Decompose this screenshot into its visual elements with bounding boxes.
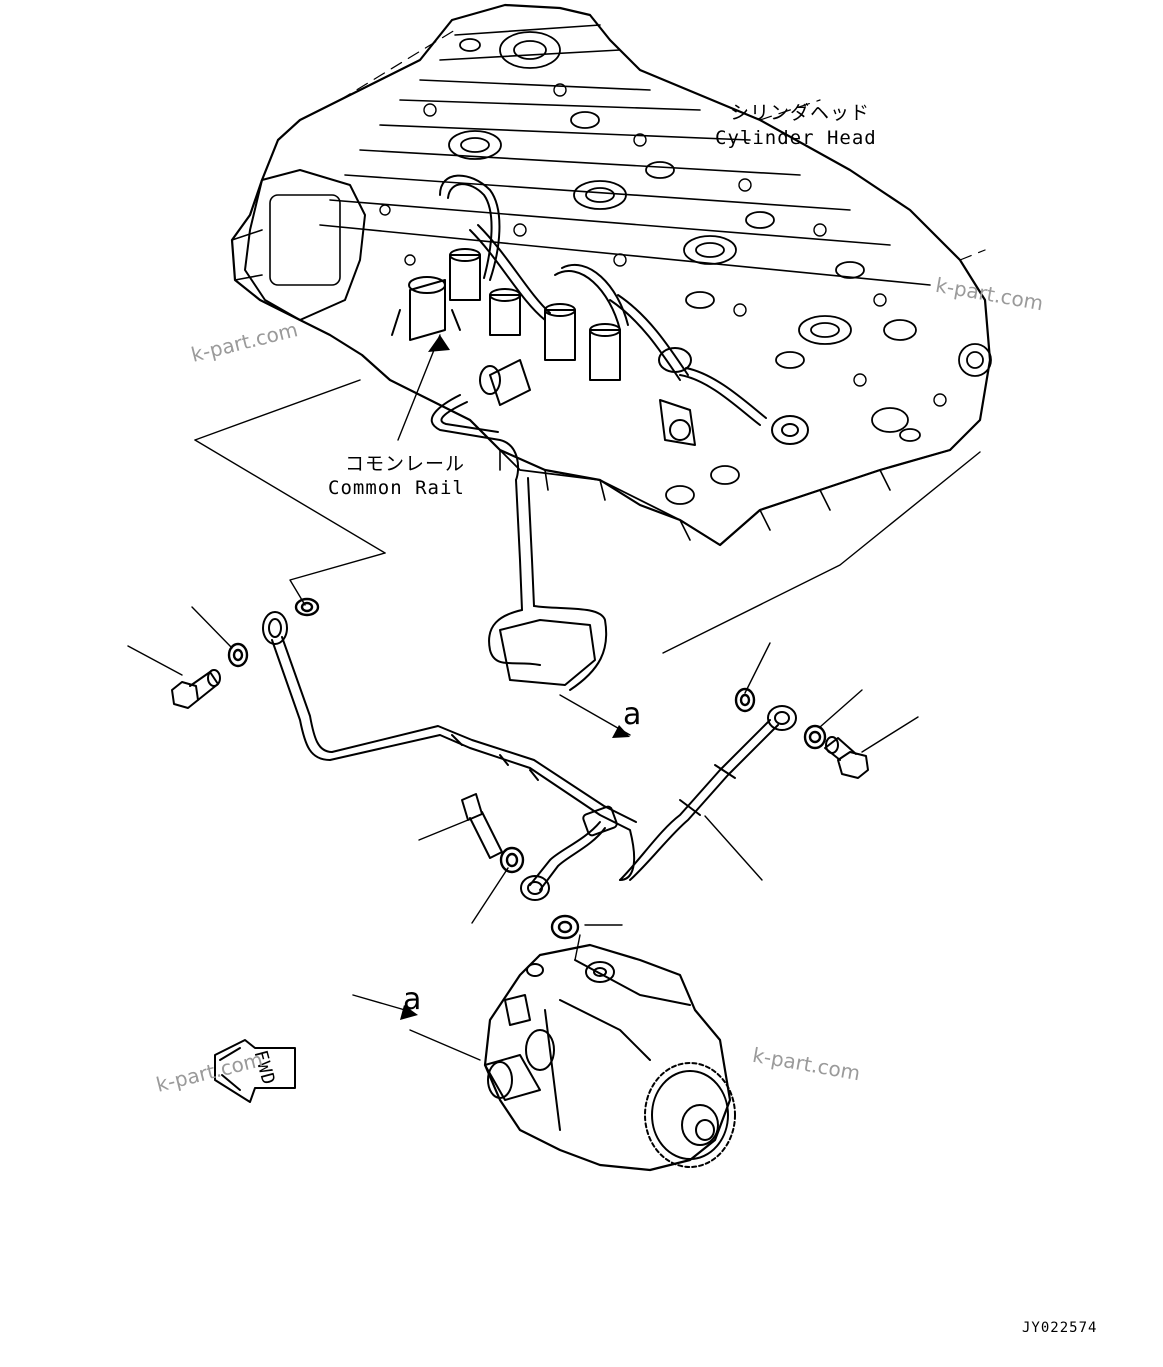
gaskets (227, 597, 827, 940)
cylinder-head (230, 3, 992, 691)
view-arrow-label-top: a (623, 697, 642, 732)
fuel-pipe (262, 611, 797, 901)
drawing-id: JY022574 (1022, 1320, 1098, 1336)
view-arrow-label-bottom: a (403, 982, 422, 1017)
common-rail-label-jp: コモンレール (345, 453, 466, 475)
fwd-arrow-icon (214, 1039, 296, 1103)
common-rail-label-en: Common Rail (328, 477, 465, 499)
supply-pump (483, 943, 736, 1172)
cylinder-head-label-en: Cylinder Head (715, 127, 877, 149)
cylinder-head-label-jp: シリンダヘッド (730, 102, 871, 124)
arrow-heads (400, 335, 630, 1020)
banjo-bolts (171, 669, 869, 859)
